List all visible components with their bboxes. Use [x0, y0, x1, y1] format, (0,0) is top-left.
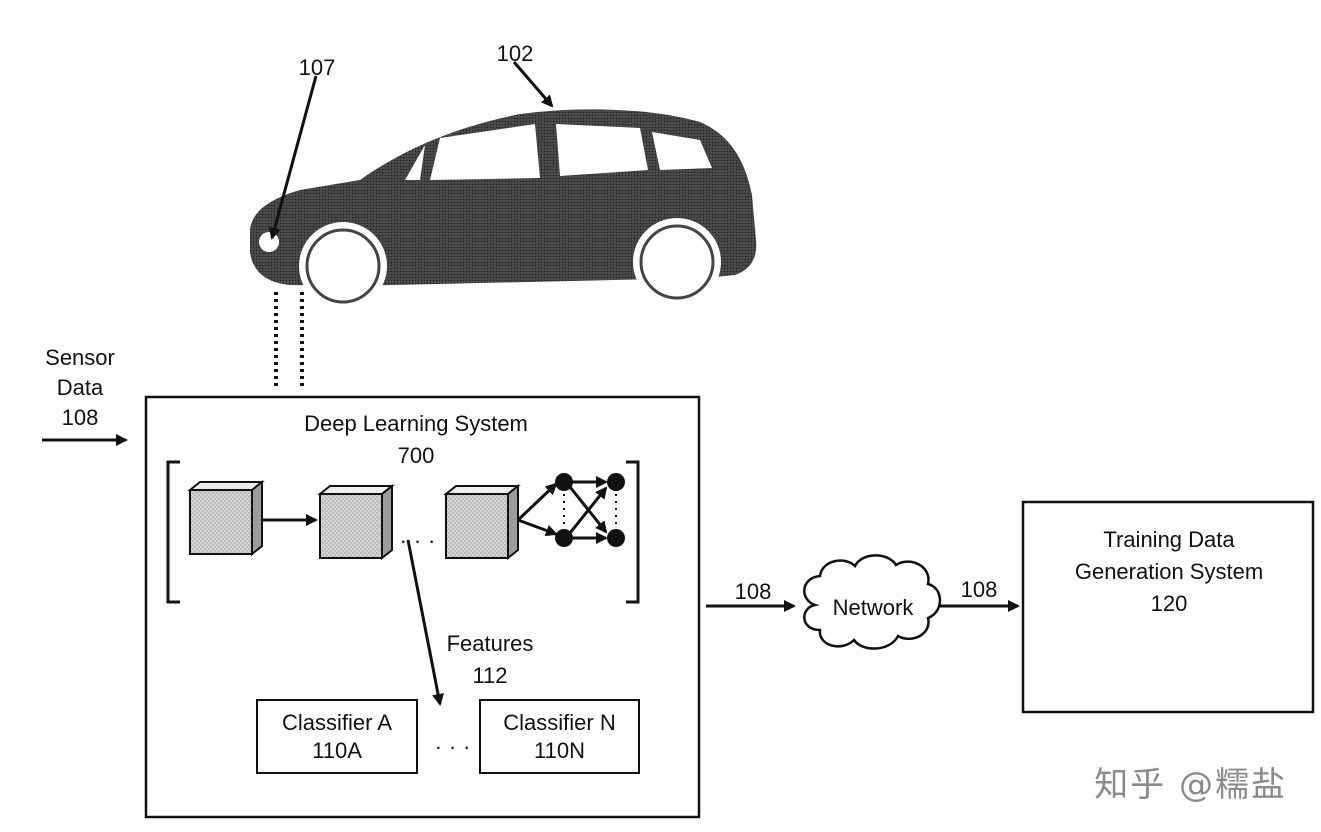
training-line1: Training Data — [1103, 527, 1235, 552]
features-arrow — [406, 539, 444, 706]
car-wheel-rear — [633, 218, 721, 306]
link-to-training-label: 108 — [960, 577, 998, 602]
car-window-rear — [652, 132, 712, 170]
layer-cube-2 — [317, 483, 395, 561]
classifier-a-box: Classifier A 110A — [256, 699, 418, 774]
classifier-a-name: Classifier A — [281, 709, 393, 735]
watermark: 知乎 @糯盐 — [1094, 765, 1287, 805]
features-label: Features — [446, 631, 534, 656]
classifier-n-box: Classifier N 110N — [479, 699, 640, 774]
car-sensor-107 — [259, 232, 279, 252]
car-window-middle — [556, 124, 648, 176]
deep-learning-title: Deep Learning System — [304, 411, 528, 436]
sensor-data-line1: Sensor — [45, 345, 115, 370]
classifier-n-name: Classifier N — [503, 709, 616, 735]
car-wheel-front — [299, 222, 387, 310]
features-ref: 112 — [472, 663, 508, 688]
classifier-a-ref: 110A — [312, 737, 362, 763]
car-ref-label: 102 — [496, 41, 534, 66]
car-window-front — [430, 124, 540, 180]
classifier-n-ref: 110N — [534, 737, 585, 763]
layers-ellipsis: . . . — [400, 523, 436, 548]
link-to-network-label: 108 — [734, 579, 772, 604]
car-illustration — [250, 109, 757, 310]
car-ref-arrow — [512, 61, 554, 108]
training-data-box — [1021, 500, 1315, 714]
layer-cube-1 — [187, 479, 265, 557]
sensor-ref-label: 107 — [298, 55, 336, 80]
bracket-left — [166, 460, 180, 604]
network-cloud — [803, 554, 942, 650]
sensor-data-line3: 108 — [61, 405, 99, 430]
sensor-data-line2: Data — [56, 375, 104, 400]
deep-learning-box — [144, 395, 701, 819]
sensor-ref-arrow — [268, 75, 318, 240]
classifiers-ellipsis: . . . — [435, 729, 471, 754]
deep-learning-ref: 700 — [397, 443, 435, 468]
layer-cube-3 — [443, 483, 521, 561]
bracket-right — [626, 460, 640, 604]
training-ref: 120 — [1150, 591, 1188, 616]
network-graph — [516, 473, 625, 547]
network-label: Network — [832, 595, 914, 620]
training-line2: Generation System — [1074, 559, 1264, 584]
